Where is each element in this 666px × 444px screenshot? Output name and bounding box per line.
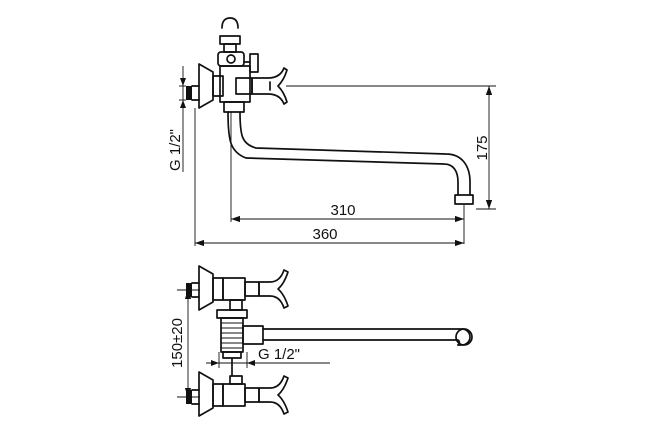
valve-body-top [219, 65, 253, 113]
plan-view: 150±20 G 1/2" [169, 265, 473, 417]
wall-flange-top [186, 63, 224, 109]
plan-spout [262, 328, 473, 346]
side-view: 175 310 360 G 1/2" [167, 17, 496, 247]
dim-spout-height: 175 [286, 85, 496, 210]
dim-360-label: 360 [312, 226, 337, 243]
spout-top [227, 111, 474, 205]
dim-centers: 150±20 [169, 289, 200, 398]
thread-bottom-label: G 1/2" [258, 346, 300, 363]
plan-mixer-body [216, 309, 264, 377]
dim-spout-reach: 310 [230, 112, 465, 244]
dim-310-label: 310 [330, 202, 355, 219]
plan-lower-valve [186, 371, 289, 417]
plan-upper-valve [186, 265, 289, 311]
dim-overall-length: 360 [194, 108, 464, 247]
cross-handle-top [251, 67, 288, 105]
dim-thread-bottom: G 1/2" [206, 346, 330, 368]
dim-175-label: 175 [474, 135, 491, 160]
dim-thread-top: G 1/2" [167, 66, 186, 172]
thread-top-label: G 1/2" [167, 129, 184, 171]
centers-label: 150±20 [169, 318, 186, 368]
diverter-hook [217, 17, 259, 73]
